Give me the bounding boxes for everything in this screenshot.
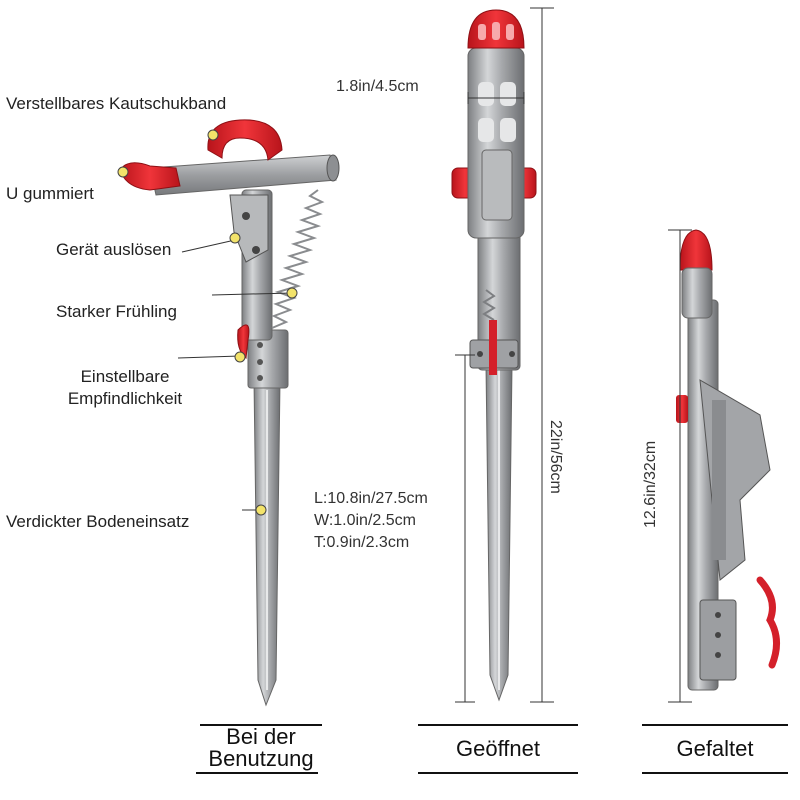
spike-length: L:10.8in/27.5cm — [314, 490, 428, 507]
caption-opened: Geöffnet — [456, 736, 540, 761]
callout-u-rubberized: U gummiert — [6, 184, 94, 203]
callout-trigger: Gerät auslösen — [56, 240, 172, 259]
caption-rule-folded-bottom — [642, 772, 788, 774]
caption-in-use-line2: Benutzung — [208, 746, 314, 771]
caption-rule-folded-top — [642, 724, 788, 726]
dimension-length-folded: 12.6in/32cm — [642, 440, 659, 528]
callout-ground-insert: Verdickter Bodeneinsatz — [6, 512, 190, 531]
caption-folded: Gefaltet — [676, 736, 754, 761]
spike-width: W:1.0in/2.5cm — [314, 512, 416, 529]
dimension-length-open: 22in/56cm — [547, 420, 564, 494]
folded-dimension-lines — [668, 229, 692, 703]
callout-sensitivity: Einstellbare Empfindlichkeit — [30, 366, 220, 410]
callout-sensitivity-line2: Empfindlichkeit — [67, 389, 183, 408]
rod-holder-folded — [676, 229, 780, 691]
callout-sensitivity-line1: Einstellbare — [80, 367, 170, 386]
spike-thickness: T:0.9in/2.3cm — [314, 534, 410, 551]
callout-dots — [117, 129, 298, 516]
caption-rule-opened-top — [418, 724, 578, 726]
dimension-width-top: 1.8in/4.5cm — [336, 78, 419, 95]
spike-dimensions: L:10.8in/27.5cm W:1.0in/2.5cm T:0.9in/2.… — [314, 488, 428, 554]
caption-rule-in-use-bottom — [196, 772, 318, 774]
rod-holder-opened — [451, 9, 537, 702]
caption-rule-opened-bottom — [418, 772, 578, 774]
rod-holder-in-use — [119, 119, 340, 707]
caption-rule-in-use-top — [200, 724, 322, 726]
caption-in-use-line1: Bei der — [226, 724, 296, 749]
caption-in-use: Bei der Benutzung — [186, 726, 336, 770]
opened-dimension-lines — [455, 7, 554, 703]
callout-spring: Starker Frühling — [56, 302, 177, 321]
callout-rubber-band: Verstellbares Kautschukband — [6, 94, 227, 113]
